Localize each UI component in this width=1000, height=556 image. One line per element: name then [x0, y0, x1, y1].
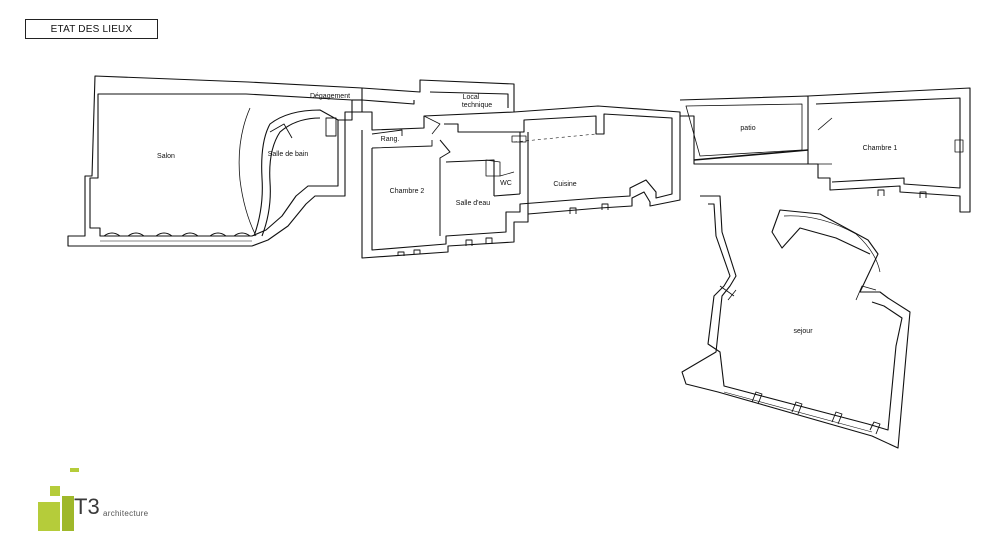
label-local-technique-2: technique [462, 102, 492, 109]
logo-mark [38, 468, 79, 531]
label-salle-de-bain: Salle de bain [268, 151, 309, 158]
plan-title: ETAT DES LIEUX [25, 19, 158, 39]
label-sejour: sejour [793, 328, 813, 335]
label-salon: Salon [157, 153, 175, 160]
label-degagement: Dégagement [310, 93, 350, 100]
window-row-sejour [723, 391, 881, 435]
label-patio: patio [740, 125, 755, 132]
label-local-technique-1: Local [463, 94, 480, 101]
wall-salle-de-bain [238, 107, 339, 237]
label-chambre-1: Chambre 1 [863, 145, 898, 152]
wall-chambre-1 [807, 87, 971, 213]
wall-sejour [681, 195, 911, 449]
wall-degagement [361, 79, 515, 135]
label-cuisine: Cuisine [553, 181, 576, 188]
label-salle-deau: Salle d'eau [456, 200, 491, 207]
wall-central-block [361, 105, 681, 259]
window-row-central [397, 203, 609, 256]
window-row-chambre-1 [877, 189, 927, 198]
window-row-salon [100, 232, 252, 242]
label-wc: WC [500, 180, 512, 187]
label-chambre-2: Chambre 2 [390, 188, 425, 195]
label-rangement: Rang. [381, 136, 400, 143]
wall-salon [67, 75, 363, 247]
wall-patio [679, 95, 809, 165]
